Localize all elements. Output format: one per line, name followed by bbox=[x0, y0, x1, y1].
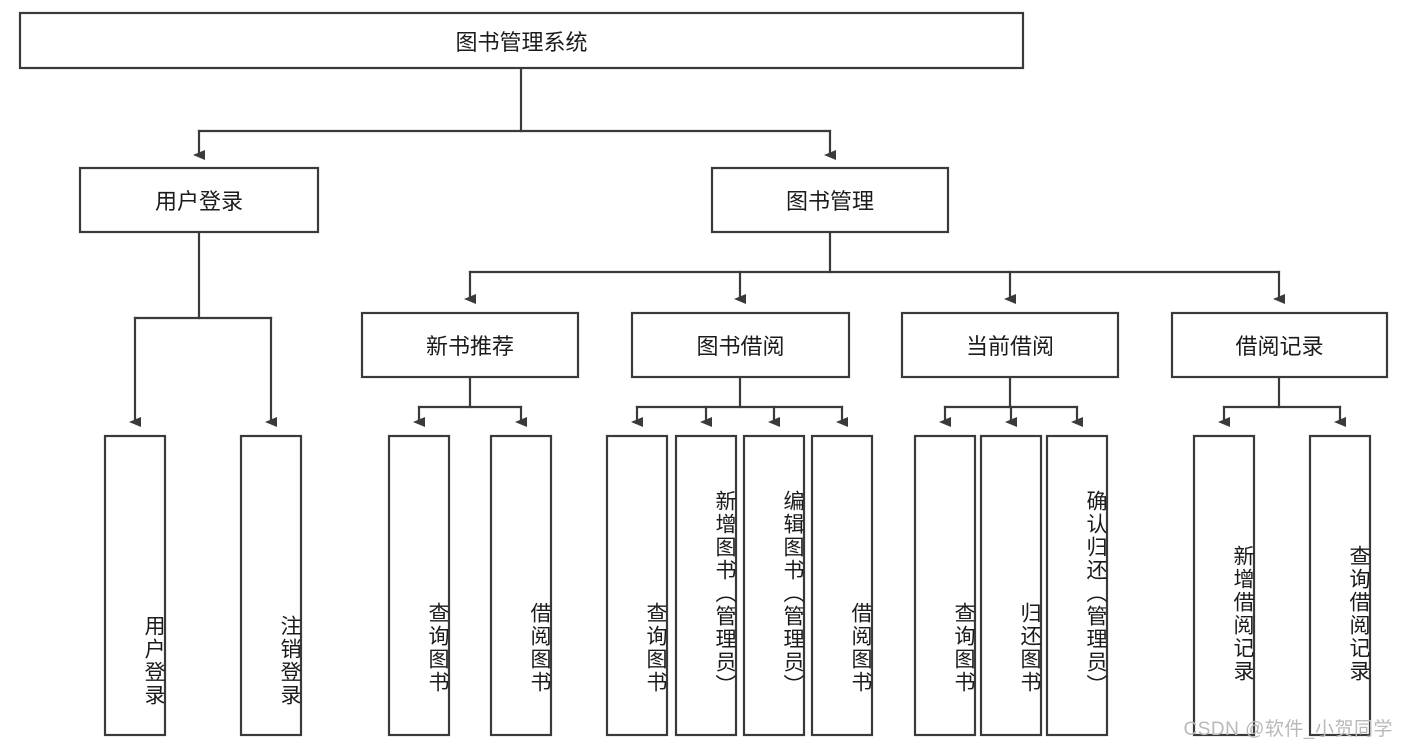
node-leaf-current-borrow-1[interactable] bbox=[913, 434, 977, 737]
node-user-login[interactable] bbox=[78, 166, 320, 234]
node-book-management[interactable] bbox=[710, 166, 950, 234]
node-leaf-book-borrow-3[interactable] bbox=[742, 434, 806, 737]
node-leaf-book-borrow-2[interactable] bbox=[674, 434, 738, 737]
node-root[interactable] bbox=[18, 11, 1025, 70]
node-leaf-new-book-1[interactable] bbox=[387, 434, 451, 737]
node-book-borrow[interactable] bbox=[630, 311, 851, 379]
node-leaf-user-login-1[interactable] bbox=[103, 434, 167, 737]
node-leaf-current-borrow-3[interactable] bbox=[1045, 434, 1109, 737]
node-new-book-recommend[interactable] bbox=[360, 311, 580, 379]
node-leaf-new-book-2[interactable] bbox=[489, 434, 553, 737]
connectors bbox=[129, 66, 1346, 427]
node-leaf-book-borrow-4[interactable] bbox=[810, 434, 874, 737]
node-current-borrow[interactable] bbox=[900, 311, 1120, 379]
node-leaf-borrow-record-1[interactable] bbox=[1192, 434, 1256, 737]
node-leaf-book-borrow-1[interactable] bbox=[605, 434, 669, 737]
node-leaf-borrow-record-2[interactable] bbox=[1308, 434, 1372, 737]
node-borrow-record[interactable] bbox=[1170, 311, 1389, 379]
node-boxes bbox=[18, 11, 1389, 737]
node-leaf-user-login-2[interactable] bbox=[239, 434, 303, 737]
node-leaf-current-borrow-2[interactable] bbox=[979, 434, 1043, 737]
